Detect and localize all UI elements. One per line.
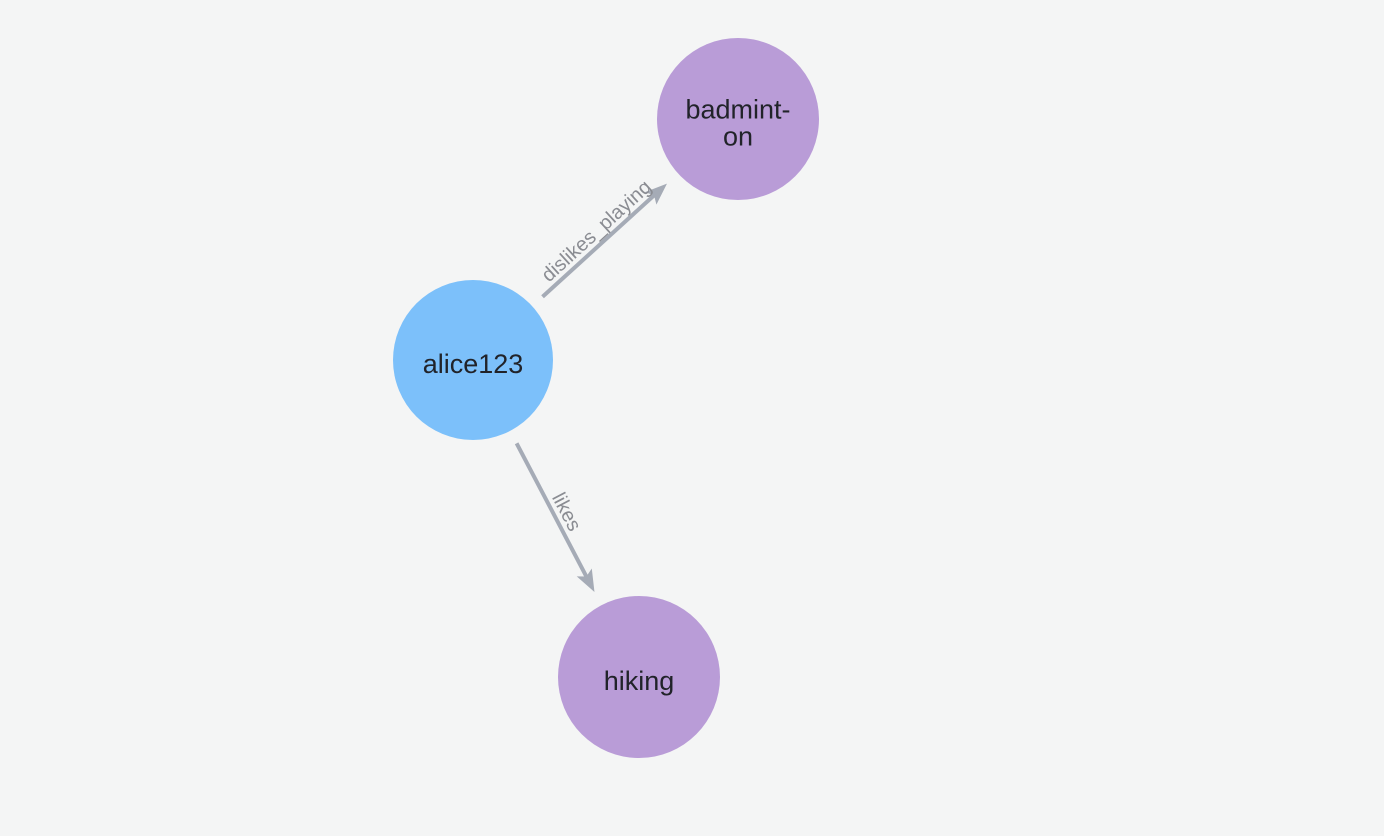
edge-line bbox=[514, 442, 589, 579]
edge-label: dislikes_playing bbox=[537, 176, 655, 287]
graph-edge-likes[interactable]: likes bbox=[514, 442, 602, 596]
graph-edge-dislikes_playing[interactable]: dislikes_playing bbox=[537, 176, 672, 299]
edge-line bbox=[541, 192, 657, 299]
node-circle bbox=[657, 38, 819, 200]
graph-node-badminton[interactable]: badmint-on bbox=[657, 38, 819, 200]
edge-arrowhead bbox=[644, 183, 667, 205]
edge-arrowhead bbox=[576, 568, 595, 592]
node-circle bbox=[558, 596, 720, 758]
nodes-layer: alice123 badmint-on hiking bbox=[393, 38, 819, 758]
edge-label-group: dislikes_playing bbox=[537, 176, 655, 287]
node-circle bbox=[393, 280, 553, 440]
graph-node-hiking[interactable]: hiking bbox=[558, 596, 720, 758]
graph-node-alice123[interactable]: alice123 bbox=[393, 280, 553, 440]
